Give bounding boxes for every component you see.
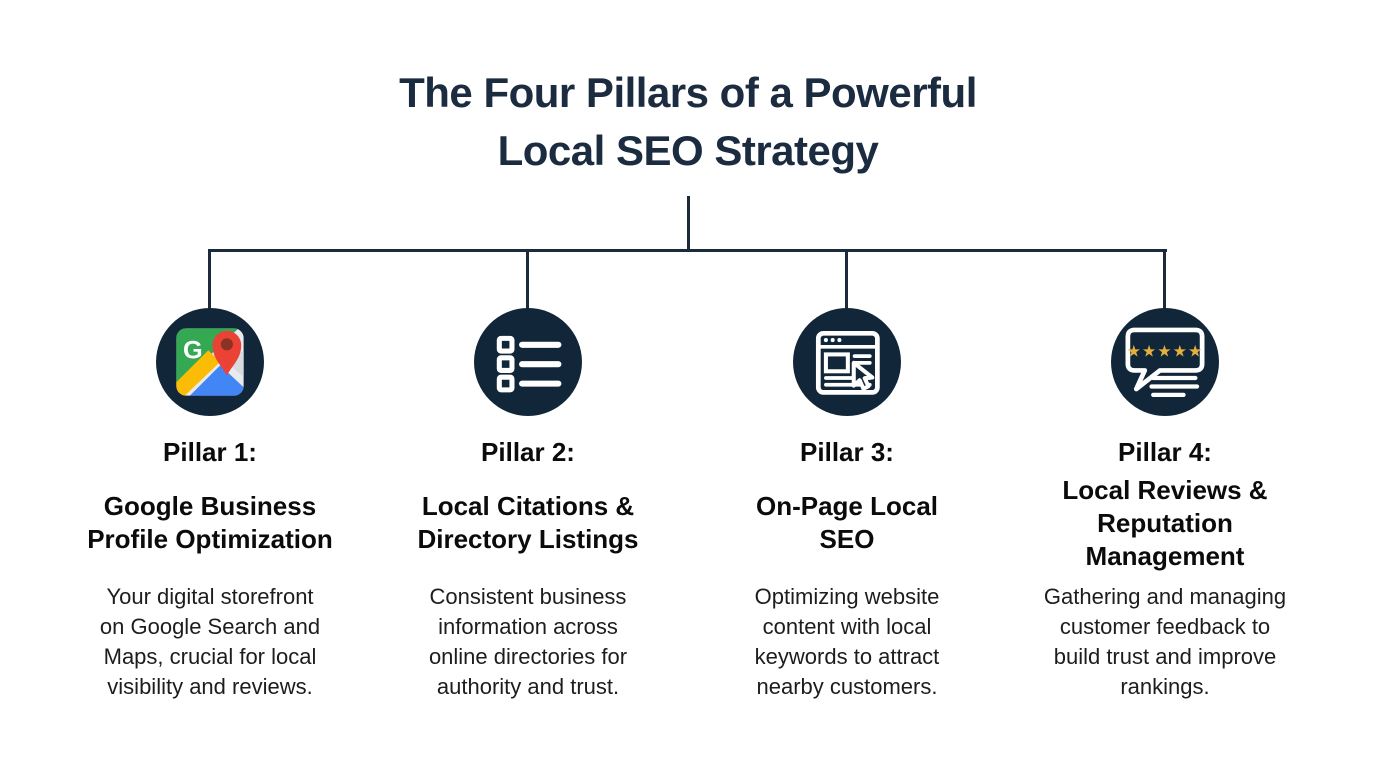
- pillar-3-column: Pillar 3: On-Page Local SEO Optimizing w…: [697, 308, 997, 728]
- review-stars-icon: ★★★★★: [1125, 327, 1205, 398]
- google-maps-icon: G: [176, 328, 244, 396]
- pillar-1-description: Your digital storefront on Google Search…: [99, 584, 321, 699]
- pillar-1-title-box: Google Business Profile Optimization: [60, 470, 360, 576]
- connector-stem: [687, 196, 690, 251]
- pillar-1-label: Pillar 1:: [163, 437, 257, 467]
- pillar-4-title-box: Local Reviews & Reputation Management: [1015, 470, 1315, 576]
- pillar-2-column: Pillar 2: Local Citations & Directory Li…: [378, 308, 678, 728]
- pillar-4-title: Local Reviews & Reputation Management: [1062, 474, 1268, 571]
- pillar-3-description: Optimizing website content with local ke…: [754, 584, 940, 699]
- checklist-icon: [496, 335, 562, 393]
- pillar-2-title: Local Citations & Directory Listings: [417, 491, 639, 554]
- pillar-2-description: Consistent business information across o…: [428, 584, 628, 699]
- pillar-2-label: Pillar 2:: [481, 437, 575, 467]
- pillar-1-icon-circle: G: [156, 308, 264, 416]
- pillar-1-title: Google Business Profile Optimization: [87, 491, 333, 554]
- pillar-3-icon-circle: [793, 308, 901, 416]
- connector-drop-3: [845, 249, 848, 310]
- connector-drop-4: [1163, 249, 1166, 310]
- pillar-4-column: ★★★★★ Pillar 4: Local Reviews & Reputati…: [1015, 308, 1315, 728]
- pillar-4-icon-circle: ★★★★★: [1111, 308, 1219, 416]
- pillar-4-label: Pillar 4:: [1118, 437, 1212, 467]
- connector-horizontal-bar: [208, 249, 1167, 252]
- pillar-2-icon-circle: [474, 308, 582, 416]
- svg-text:★★★★★: ★★★★★: [1127, 341, 1204, 360]
- pillar-3-title: On-Page Local SEO: [755, 491, 939, 554]
- main-title: The Four Pillars of a Powerful Local SEO…: [399, 69, 977, 174]
- svg-text:G: G: [183, 337, 203, 365]
- webpage-cursor-icon: [815, 330, 880, 395]
- pillar-2-title-box: Local Citations & Directory Listings: [378, 470, 678, 576]
- pillar-1-column: G Pillar 1: Google Business Profile Opti…: [60, 308, 360, 728]
- connector-drop-1: [208, 249, 211, 310]
- connector-drop-2: [526, 249, 529, 310]
- pillar-3-label: Pillar 3:: [800, 437, 894, 467]
- pillar-3-title-box: On-Page Local SEO: [697, 470, 997, 576]
- pillar-4-description: Gathering and managing customer feedback…: [1043, 584, 1287, 699]
